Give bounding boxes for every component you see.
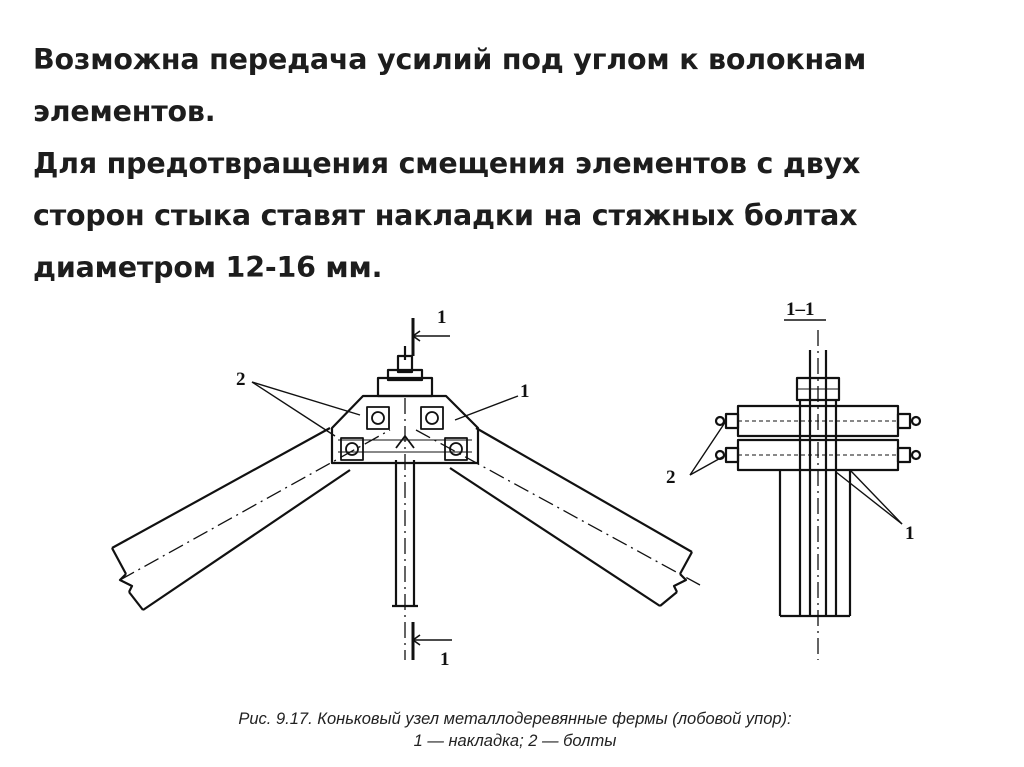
text-line: сторон стыка ставят накладки на стяжных … xyxy=(33,199,858,232)
section-marks xyxy=(411,318,452,660)
text-line: Возможна передача усилий под углом к вол… xyxy=(33,43,867,76)
section-title: 1–1 xyxy=(786,299,815,320)
text-line: диаметром 12-16 мм. xyxy=(33,251,383,284)
callout-plate-label: 1 xyxy=(520,381,530,402)
section-mark-label-top: 1 xyxy=(437,307,447,328)
gusset-plate xyxy=(330,394,480,465)
caption-line: 1 — накладка; 2 — болты xyxy=(413,732,617,750)
section-view xyxy=(689,319,922,618)
section-callout-bolts-label: 2 xyxy=(666,467,676,488)
bolt-heads xyxy=(340,406,468,461)
right-rafter xyxy=(449,427,693,607)
text-line: элементов. xyxy=(33,95,216,128)
figure-caption: Рис. 9.17. Коньковый узел металлодеревян… xyxy=(120,708,910,752)
slide-body-text: Возможна передача усилий под углом к вол… xyxy=(33,34,993,294)
top-block xyxy=(376,346,434,398)
section-callout-plate-label: 1 xyxy=(905,523,915,544)
callout-bolts-label: 2 xyxy=(236,369,246,390)
text-line: Для предотвращения смещения элементов с … xyxy=(33,147,861,180)
vertical-post xyxy=(392,460,418,608)
caption-line: Рис. 9.17. Коньковый узел металлодеревян… xyxy=(238,710,792,728)
axis-lines xyxy=(119,330,819,660)
left-rafter xyxy=(111,427,351,611)
leader-lines xyxy=(251,381,519,437)
section-mark-label-bottom: 1 xyxy=(440,649,450,670)
